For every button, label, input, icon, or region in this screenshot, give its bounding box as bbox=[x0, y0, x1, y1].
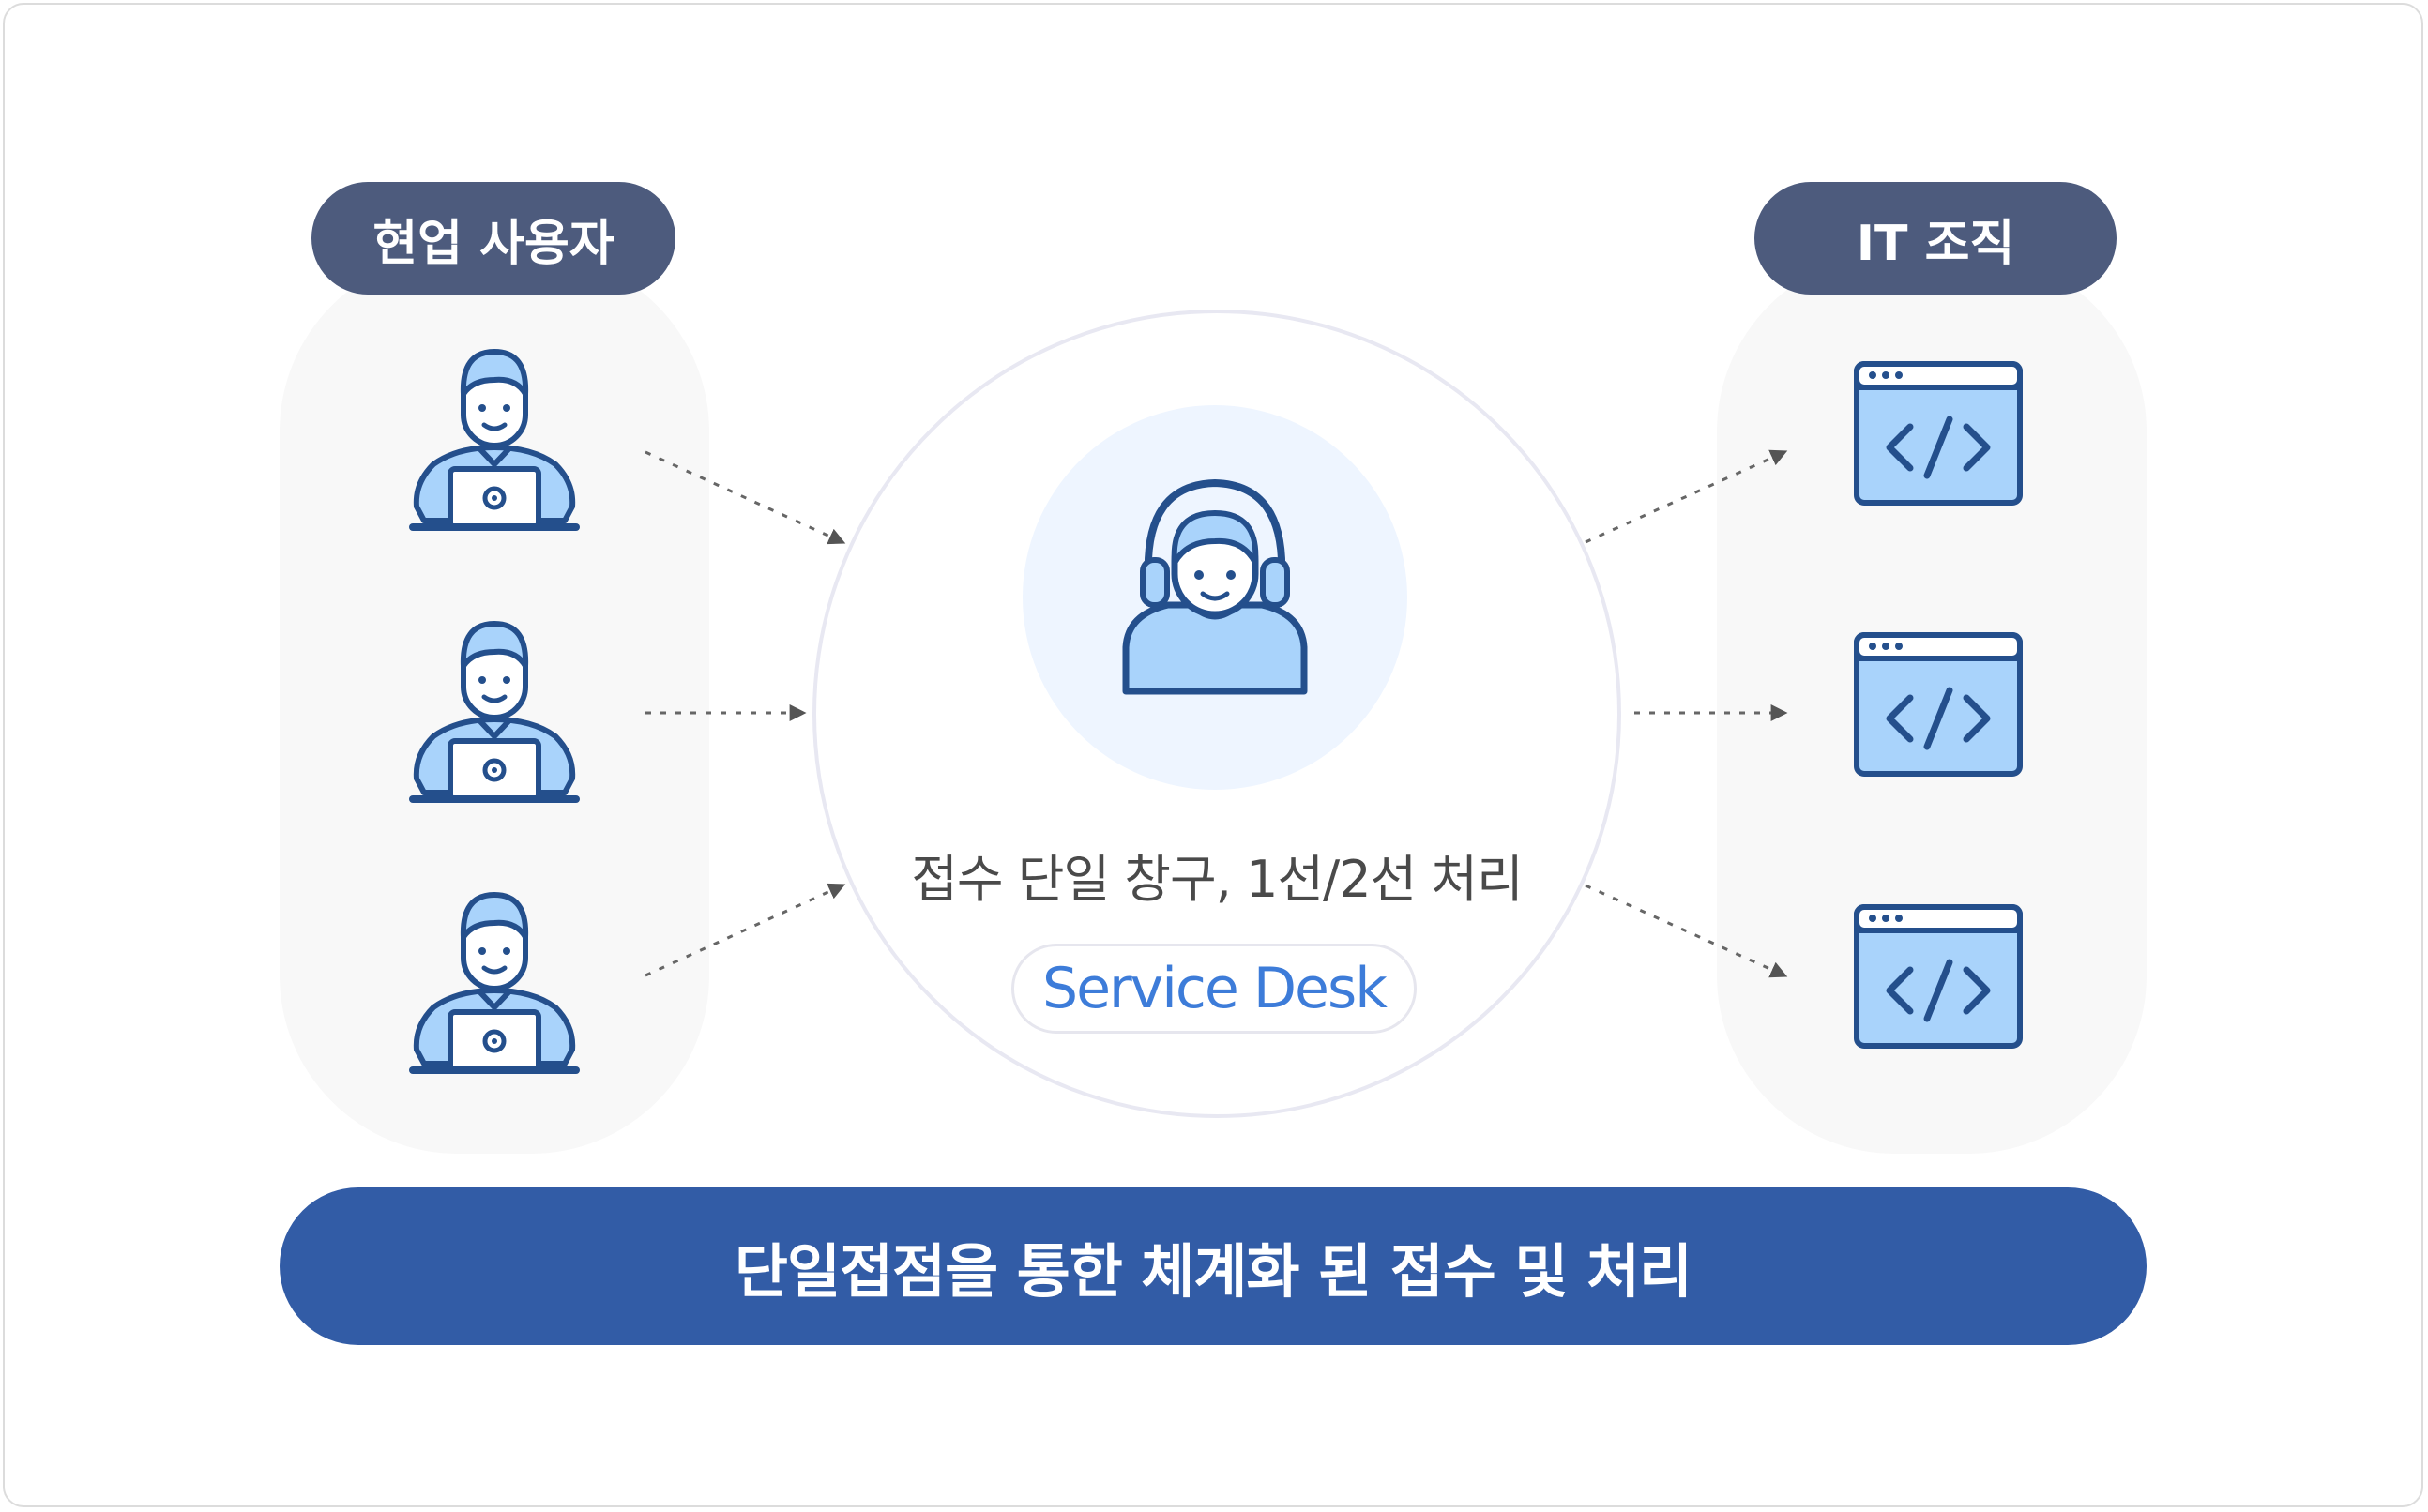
headset-agent-icon bbox=[1116, 474, 1313, 699]
user-with-laptop-icon bbox=[405, 614, 584, 811]
service-desk-badge: Service Desk bbox=[1011, 944, 1417, 1034]
user-with-laptop-icon bbox=[405, 885, 584, 1082]
center-caption: 접수 단일 창구, 1선/2선 처리 bbox=[911, 850, 1524, 909]
code-window-icon bbox=[1852, 630, 2025, 779]
user-with-laptop-icon bbox=[405, 342, 584, 539]
it-group-label: IT 조직 bbox=[1754, 182, 2117, 295]
code-window-icon bbox=[1852, 359, 2025, 507]
users-group-label: 현업 사용자 bbox=[311, 182, 675, 295]
summary-banner: 단일접점을 통한 체계화 된 접수 및 처리 bbox=[280, 1187, 2147, 1345]
code-window-icon bbox=[1852, 902, 2025, 1051]
